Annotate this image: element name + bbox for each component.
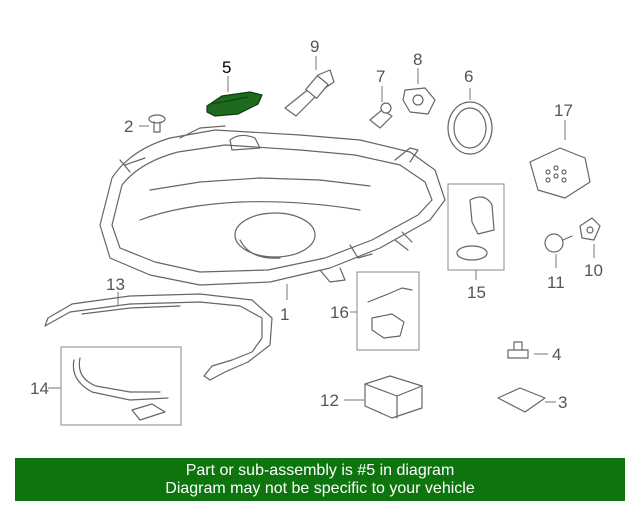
- callout-12[interactable]: 12: [320, 391, 339, 410]
- callout-2[interactable]: 2: [124, 117, 133, 136]
- part-15-box: [447, 183, 505, 271]
- callout-13[interactable]: 13: [106, 275, 125, 294]
- callout-10[interactable]: 10: [584, 261, 603, 280]
- part-10-connector[interactable]: [579, 217, 601, 241]
- part-8-socket[interactable]: [402, 87, 436, 115]
- callout-1[interactable]: 1: [280, 305, 289, 324]
- part-16-wiring-harness[interactable]: [367, 287, 413, 339]
- callout-4[interactable]: 4: [552, 345, 561, 364]
- part-13-trim-strip[interactable]: [44, 293, 273, 381]
- callout-5[interactable]: 5: [222, 58, 231, 77]
- callout-16[interactable]: 16: [330, 303, 349, 322]
- callout-3[interactable]: 3: [558, 393, 567, 412]
- part-6-seal-ring[interactable]: [447, 101, 493, 155]
- callout-11[interactable]: 11: [547, 273, 565, 292]
- part-1-headlight-assembly[interactable]: [99, 125, 446, 286]
- part-5-shape: [206, 91, 263, 117]
- part-15-gasket-set[interactable]: [456, 196, 495, 261]
- part-9-bulb[interactable]: [284, 69, 335, 117]
- part-12-control-module[interactable]: [364, 375, 423, 419]
- part-17-module[interactable]: [529, 147, 591, 199]
- part-4-bolt[interactable]: [507, 341, 529, 359]
- callout-7[interactable]: 7: [376, 67, 385, 86]
- callout-15[interactable]: 15: [467, 283, 486, 302]
- part-16-box: [356, 271, 420, 351]
- part-7-bulb[interactable]: [369, 102, 393, 129]
- part-3-bracket[interactable]: [497, 387, 546, 413]
- part-11-sensor[interactable]: [544, 233, 573, 253]
- callout-6[interactable]: 6: [464, 67, 473, 86]
- banner-line-1: Part or sub-assembly is #5 in diagram: [185, 462, 455, 479]
- part-5-cover[interactable]: [206, 91, 263, 117]
- info-banner: Part or sub-assembly is #5 in diagram Di…: [15, 458, 625, 501]
- banner-line-2: Diagram may not be specific to your vehi…: [165, 480, 475, 497]
- part-14-trim-kit[interactable]: [72, 357, 169, 421]
- part-2-screw[interactable]: [148, 114, 166, 133]
- callout-17[interactable]: 17: [554, 101, 573, 120]
- callout-14[interactable]: 14: [30, 379, 49, 398]
- part-14-box: [60, 346, 182, 426]
- callout-9[interactable]: 9: [310, 37, 319, 56]
- callout-8[interactable]: 8: [413, 50, 422, 69]
